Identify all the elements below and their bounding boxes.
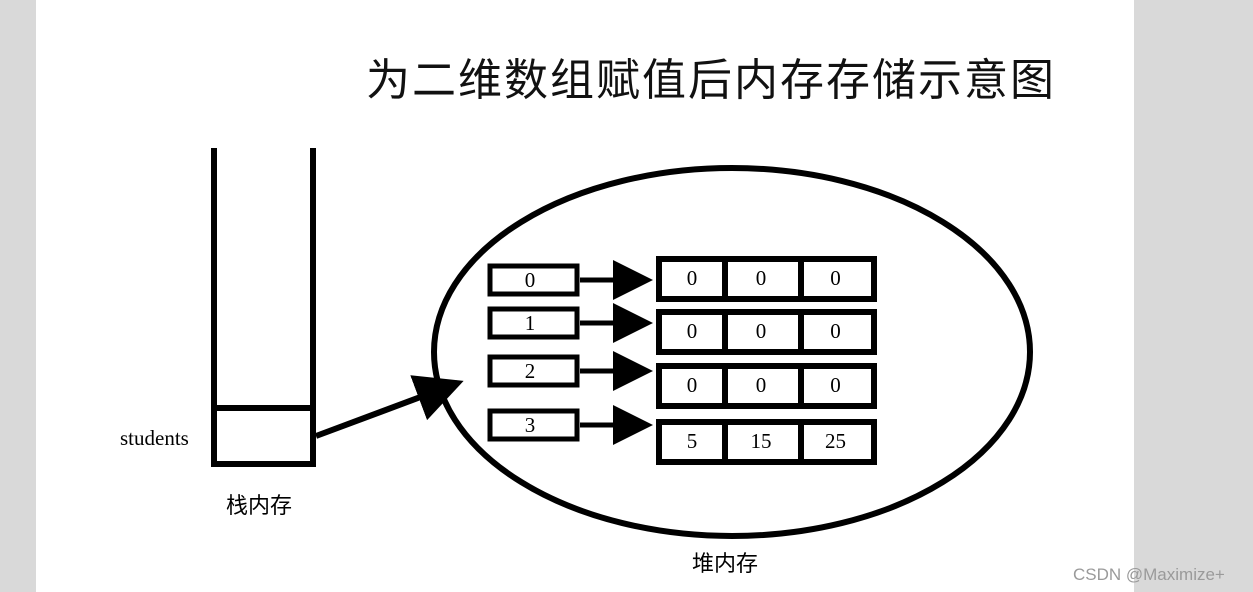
heap-ellipse — [431, 165, 1033, 539]
row-array-0 — [656, 256, 877, 302]
watermark: CSDN @Maximize+ — [1073, 565, 1225, 584]
row-2-value-1: 0 — [756, 373, 767, 397]
row-1-value-1: 0 — [756, 319, 767, 343]
index-cell-1 — [487, 306, 580, 340]
row-array-1 — [656, 309, 877, 355]
row-3-value-2: 25 — [825, 429, 846, 453]
index-cell-label-1: 1 — [525, 311, 536, 335]
stack-memory — [211, 148, 316, 467]
row-0-value-2: 0 — [830, 266, 841, 290]
index-cell-label-0: 0 — [525, 268, 536, 292]
diagram-title: 为二维数组赋值后内存存储示意图 — [366, 55, 1056, 106]
row-3-value-0: 5 — [687, 429, 698, 453]
stack-memory-label: 栈内存 — [226, 494, 293, 519]
row-0-value-1: 0 — [756, 266, 767, 290]
row-1-value-2: 0 — [830, 319, 841, 343]
index-cell-0 — [487, 263, 580, 297]
row-1-value-0: 0 — [687, 319, 698, 343]
row-array-3 — [656, 419, 877, 465]
index-cell-3 — [487, 408, 580, 442]
heap-memory-label: 堆内存 — [692, 552, 759, 577]
row-array-2 — [656, 363, 877, 409]
heap-arrays: 0 1 2 3 0 0 0 0 0 0 0 0 0 5 15 25 — [487, 256, 877, 465]
row-3-value-1: 15 — [751, 429, 772, 453]
row-2-value-0: 0 — [687, 373, 698, 397]
students-reference-arrow — [314, 375, 464, 439]
row-0-value-0: 0 — [687, 266, 698, 290]
stack-variable-label: students — [120, 426, 189, 450]
row-2-value-2: 0 — [830, 373, 841, 397]
index-cell-2 — [487, 354, 580, 388]
index-cell-label-3: 3 — [525, 413, 536, 437]
index-cell-label-2: 2 — [525, 359, 536, 383]
slide: 为二维数组赋值后内存存储示意图 students 栈内存 堆内存 — [36, 0, 1134, 592]
